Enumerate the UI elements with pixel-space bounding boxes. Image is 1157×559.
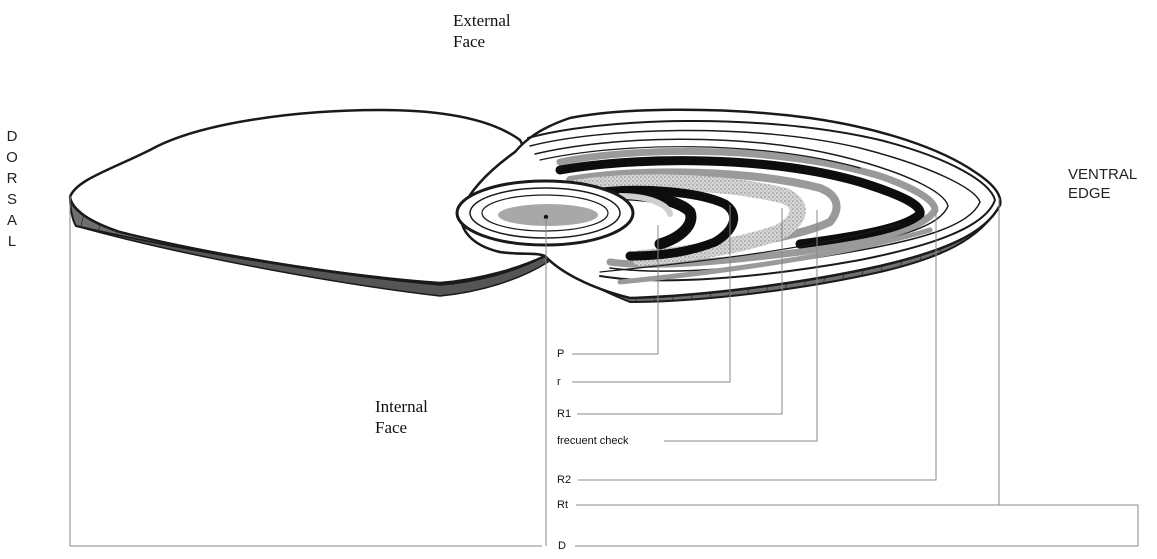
annotation-Rt: Rt	[557, 499, 568, 512]
dorsal-letter: L	[4, 231, 20, 252]
annotation-D: D	[556, 540, 568, 553]
dorsal-letter: R	[4, 168, 20, 189]
external-face-line1: External	[453, 11, 511, 30]
annotation-frecuent-check: frecuent check	[557, 435, 629, 448]
ventral-edge-label: VENTRAL EDGE	[1068, 165, 1137, 203]
dorsal-letter: O	[4, 147, 20, 168]
internal-face-label: Internal Face	[375, 396, 428, 438]
external-face-line2: Face	[453, 32, 485, 51]
ventral-line1: VENTRAL	[1068, 166, 1137, 183]
internal-face-line2: Face	[375, 418, 407, 437]
nucleus	[457, 181, 633, 245]
ventral-line2: EDGE	[1068, 185, 1111, 202]
annotation-R1: R1	[557, 408, 571, 421]
dorsal-letter: A	[4, 210, 20, 231]
annotation-P: P	[557, 348, 564, 361]
dorsal-label: D O R S A L	[4, 126, 20, 252]
annotation-r: r	[557, 376, 561, 389]
internal-face-line1: Internal	[375, 397, 428, 416]
dorsal-letter: D	[4, 126, 20, 147]
dorsal-letter: S	[4, 189, 20, 210]
annotation-R2: R2	[557, 474, 571, 487]
external-face-label: External Face	[453, 10, 511, 52]
